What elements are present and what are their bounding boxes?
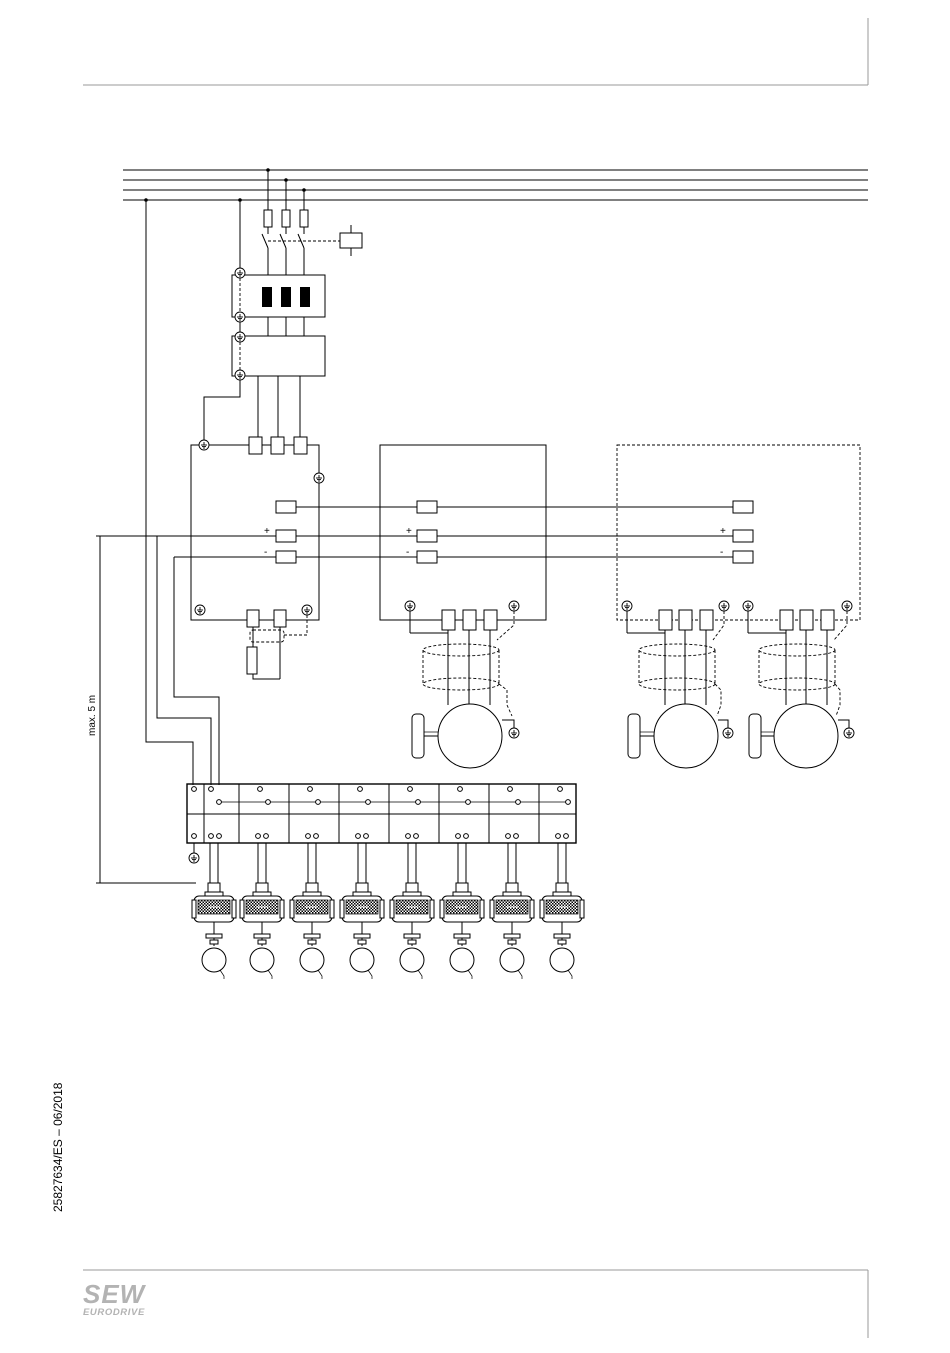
signal-plus-label-1: + — [264, 526, 270, 537]
motor-icon — [627, 611, 733, 768]
contactor — [262, 225, 362, 280]
inverter-main — [191, 437, 324, 627]
supply-bus — [123, 168, 868, 202]
motor-icon — [748, 611, 854, 768]
gear-motor-icon — [340, 843, 384, 979]
sew-eurodrive-logo: SEW EURODRIVE — [83, 1279, 147, 1318]
gear-motor-icon — [540, 843, 584, 979]
ground-icon — [189, 843, 199, 863]
document-id: 25827634/ES – 06/2018 — [51, 1082, 65, 1212]
motor-icon — [410, 611, 519, 768]
dimension-label: max. 5 m — [87, 695, 98, 736]
line-filter — [232, 200, 325, 336]
drive-row — [192, 843, 584, 979]
gear-motor-icon — [490, 843, 534, 979]
signal-plus-label-2: + — [406, 526, 412, 537]
gear-motor-icon — [240, 843, 284, 979]
inverter-2 — [380, 445, 546, 630]
gear-motor-icon — [440, 843, 484, 979]
logo-sub: EURODRIVE — [83, 1307, 145, 1318]
inverter-3 — [617, 445, 860, 630]
signal-minus-label-1: - — [264, 547, 267, 558]
gear-motor-icon — [192, 843, 236, 979]
signal-minus-label-3: - — [720, 547, 723, 558]
line-choke — [204, 322, 325, 440]
signal-plus-label-3: + — [720, 526, 726, 537]
logo-main: SEW — [83, 1279, 147, 1309]
gear-motor-icon — [290, 843, 334, 979]
signal-minus-label-2: - — [406, 547, 409, 558]
gear-motor-icon — [390, 843, 434, 979]
page-frame — [83, 18, 868, 1338]
